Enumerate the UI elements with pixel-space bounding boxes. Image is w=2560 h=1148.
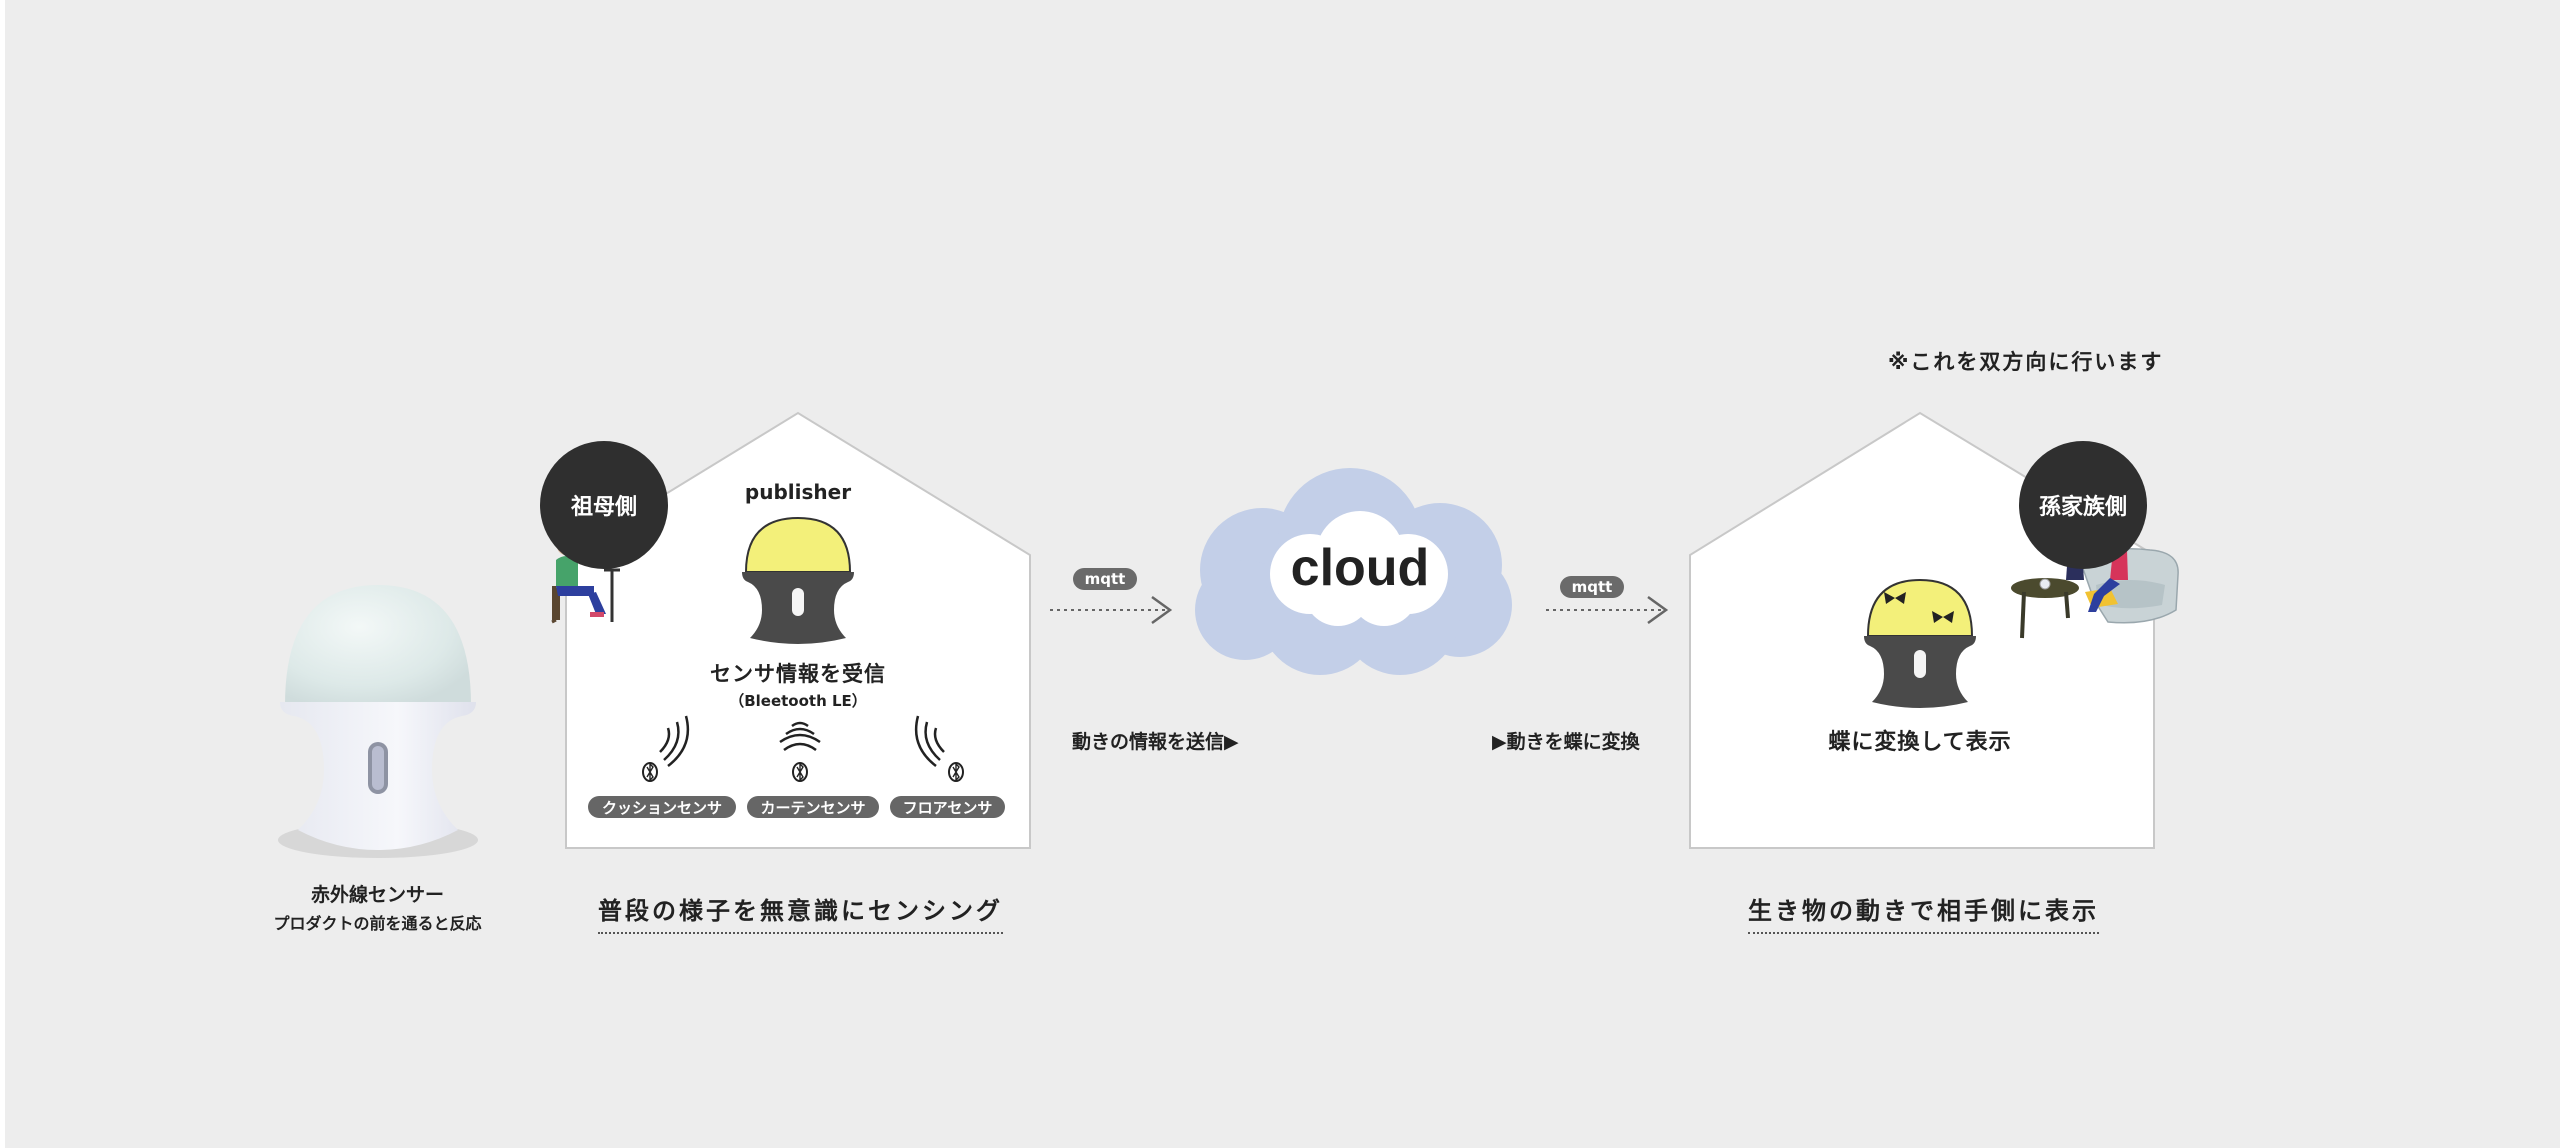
butterfly-icon	[1884, 592, 1954, 623]
display-butterfly-label: 蝶に変換して表示	[1828, 730, 2012, 755]
send-motion-caption: 動きの情報を送信▶	[1072, 731, 1239, 753]
cushion-sensor-icon	[642, 715, 690, 782]
device-subtitle: プロダクトの前を通ると反応	[273, 914, 482, 933]
arrow-from-cloud	[1546, 595, 1669, 625]
left-caption: 普段の様子を無意識にセンシング	[598, 891, 1003, 934]
receive-sensor-info-label: センサ情報を受信	[710, 662, 886, 686]
mqtt-tag-right: mqtt	[1560, 576, 1624, 598]
floor-sensor-icon	[914, 715, 964, 782]
curtain-sensor-icon	[779, 721, 821, 782]
display-lamp-icon	[1864, 578, 1976, 708]
curtain-sensor-tag: カーテンセンサ	[747, 796, 879, 818]
convert-to-butterfly-caption: ▶動きを蝶に変換	[1492, 731, 1640, 753]
grandmother-side-badge: 祖母側	[540, 441, 668, 569]
floor-sensor-tag: フロアセンサ	[890, 796, 1005, 818]
cushion-sensor-tag: クッションセンサ	[588, 796, 736, 818]
left-frame-edge	[0, 0, 5, 1148]
grandchild-family-side-badge: 孫家族側	[2019, 441, 2147, 569]
arrow-to-cloud	[1050, 595, 1173, 625]
publisher-lamp-icon	[742, 516, 854, 644]
mqtt-tag-left: mqtt	[1073, 568, 1137, 590]
cloud-shape	[1195, 468, 1512, 675]
ble-protocol-label: （Bleetooth LE）	[729, 692, 867, 710]
bidirectional-note: ※これを双方向に行います	[1888, 350, 2164, 374]
device-title: 赤外線センサー	[310, 884, 444, 906]
cloud-label: cloud	[1290, 539, 1430, 597]
sensor-device-image	[278, 585, 478, 858]
right-caption: 生き物の動きで相手側に表示	[1748, 891, 2099, 934]
publisher-label: publisher	[744, 480, 852, 504]
